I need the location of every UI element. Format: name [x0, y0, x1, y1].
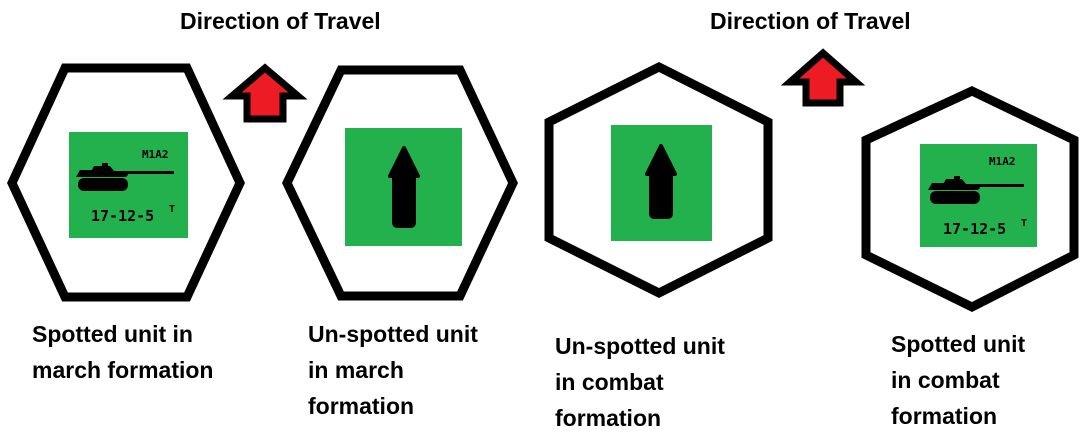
unit-type-label: M1A2	[142, 148, 169, 161]
unit-type-label: M1A2	[989, 155, 1016, 168]
unit-counter-spotted-march: M1A2 17-12-5 T	[69, 132, 188, 238]
caption-line: formation	[555, 405, 662, 431]
up-arrow-icon	[645, 144, 677, 219]
caption-line: Spotted unit in	[32, 321, 193, 347]
unit-stats-label: 17-12-5	[91, 207, 154, 225]
unit-counter-unspotted-march	[345, 128, 462, 246]
caption-line: Spotted unit	[891, 331, 1026, 357]
tank-icon	[76, 163, 174, 191]
formation-diagram: M1A2 17-12-5 T M1A2	[7, 48, 1079, 313]
caption-unspotted-combat: Un-spotted unit in combat formation	[555, 328, 725, 436]
caption-line: in combat	[555, 369, 664, 395]
up-arrow-icon	[388, 146, 420, 228]
hex-unspotted-combat	[544, 61, 773, 299]
unit-stats-sup: T	[169, 204, 175, 215]
hex-spotted-combat: M1A2 17-12-5 T	[861, 86, 1079, 313]
travel-arrow-right-icon	[780, 48, 866, 107]
direction-of-travel-heading-right: Direction of Travel	[710, 8, 911, 34]
travel-arrow-left-icon	[222, 63, 308, 123]
unit-counter-unspotted-combat	[611, 125, 712, 241]
unit-stats-sup: T	[1021, 218, 1027, 229]
caption-unspotted-march: Un-spotted unit in march formation	[308, 316, 478, 424]
caption-spotted-combat: Spotted unit in combat formation	[891, 326, 1025, 434]
caption-line: Un-spotted unit	[308, 321, 478, 347]
hex-unspotted-march	[282, 65, 518, 301]
caption-line: Un-spotted unit	[555, 333, 725, 359]
caption-line: march formation	[32, 357, 214, 383]
caption-spotted-march: Spotted unit in march formation	[32, 316, 213, 388]
unit-stats-label: 17-12-5	[943, 220, 1006, 238]
direction-of-travel-heading-left: Direction of Travel	[180, 8, 381, 34]
hex-spotted-march: M1A2 17-12-5 T	[7, 63, 245, 302]
caption-line: formation	[308, 393, 415, 419]
caption-line: formation	[891, 403, 998, 429]
tank-icon	[928, 176, 1024, 204]
unit-counter-spotted-combat: M1A2 17-12-5 T	[920, 144, 1037, 247]
caption-line: in combat	[891, 367, 1000, 393]
caption-line: in march	[308, 357, 404, 383]
